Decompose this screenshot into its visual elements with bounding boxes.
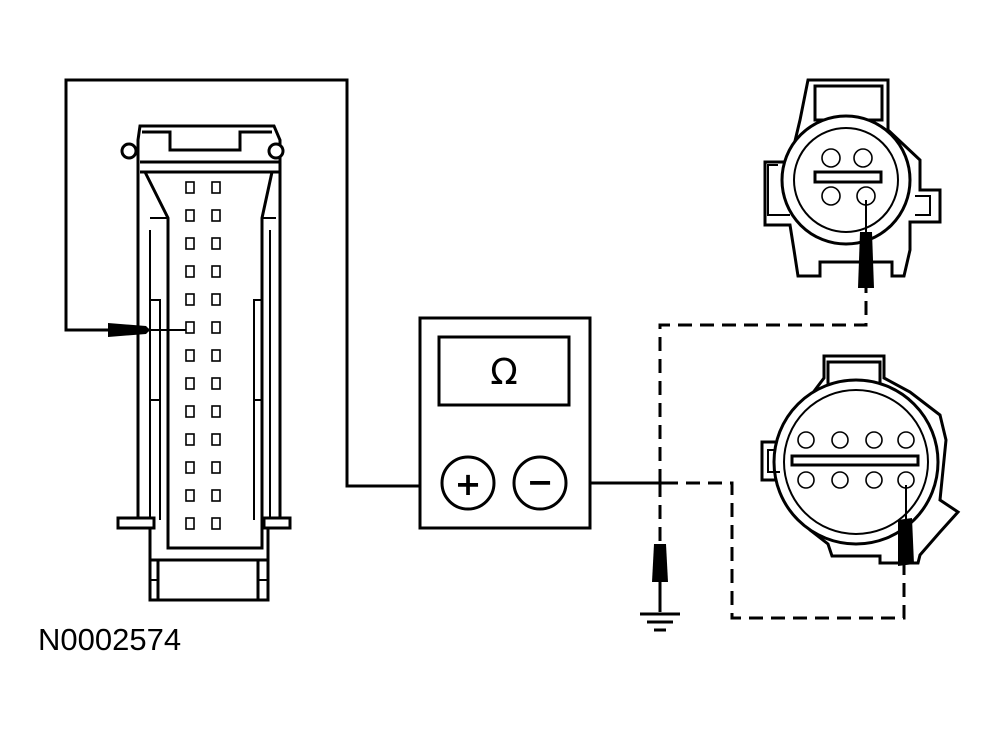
pin-cavity <box>211 517 221 530</box>
pin-cavity <box>211 209 221 222</box>
sensor-connector-8pin <box>760 354 961 566</box>
pin-cavity <box>185 265 195 278</box>
pin-cavity <box>185 405 195 418</box>
figure-id: N0002574 <box>38 622 182 657</box>
pin-cavity <box>185 349 195 362</box>
pin-cavity <box>185 321 195 334</box>
solid-test-leads <box>64 78 664 488</box>
pin-cavity <box>185 237 195 250</box>
pin-cavity <box>185 293 195 306</box>
meter-display <box>437 335 571 407</box>
pin-cavity <box>211 433 221 446</box>
sensor-probe-icon <box>858 232 874 288</box>
pin-cavity <box>211 321 221 334</box>
pin-cavity <box>185 489 195 502</box>
pin-cavity <box>211 377 221 390</box>
ohmmeter: Ω + − <box>418 316 592 530</box>
pin-cavity <box>211 405 221 418</box>
positive-terminal-label: + <box>455 465 482 503</box>
connector-probe-icon <box>898 518 914 566</box>
pin-cavity <box>185 433 195 446</box>
pin-cavity <box>211 293 221 306</box>
pin-cavity <box>211 489 221 502</box>
negative-terminal <box>512 455 568 511</box>
pin-cavity <box>211 265 221 278</box>
ohm-symbol: Ω <box>490 352 518 393</box>
pin-cavity <box>185 209 195 222</box>
module-connector <box>116 124 292 602</box>
sensor-connector-4pin <box>763 78 942 288</box>
module-probe-icon <box>108 323 150 337</box>
positive-terminal <box>440 455 496 511</box>
pin-cavity <box>185 517 195 530</box>
pin-cavity <box>211 181 221 194</box>
pin-cavity <box>211 349 221 362</box>
pin-cavity <box>185 377 195 390</box>
pin-cavity <box>211 237 221 250</box>
ground-symbol-icon <box>640 544 680 632</box>
pin-cavity <box>185 461 195 474</box>
negative-terminal-label: − <box>527 463 554 501</box>
connector-pin-cavities <box>185 181 221 530</box>
pin-cavity <box>211 461 221 474</box>
dashed-test-leads <box>658 288 906 620</box>
pin-cavity <box>185 181 195 194</box>
